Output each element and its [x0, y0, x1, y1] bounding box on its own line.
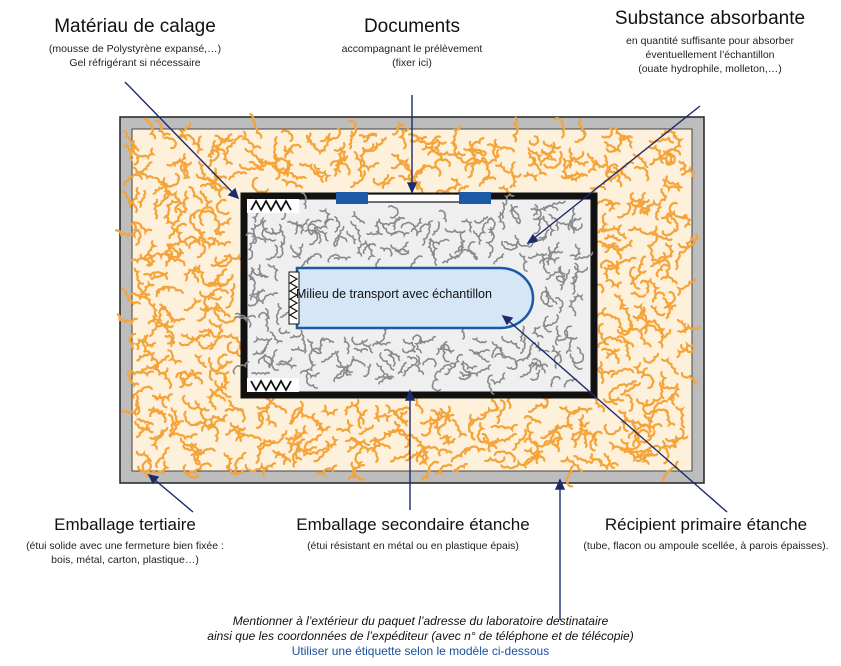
label-documents: Documents accompagnant le prélèvement (f…	[297, 16, 527, 70]
secondary-lid-thread-top	[247, 199, 299, 213]
footer-line-2: ainsi que les coordonnées de l’expéditeu…	[207, 629, 634, 643]
footer-line-3: Utiliser une étiquette selon le modèle c…	[291, 644, 550, 658]
label-absorbent-line-3: (ouate hydrophile, molleton,…)	[638, 63, 782, 75]
label-absorbent-title: Substance absorbante	[614, 8, 806, 29]
label-cushioning-material: Matériau de calage (mousse de Polystyrèn…	[10, 16, 260, 70]
pointer-lines	[124, 81, 728, 620]
primary-receptacle-tube	[288, 266, 535, 330]
label-cushioning-line-1: (mousse de Polystyrène expansé,…)	[48, 43, 222, 55]
label-primary-receptacle: Récipient primaire étanche (tube, flacon…	[575, 514, 837, 553]
label-tertiary-line-1: (étui solide avec une fermeture bien fix…	[26, 540, 224, 552]
label-cushioning-title: Matériau de calage	[54, 16, 216, 37]
label-documents-line-2: (fixer ici)	[392, 57, 432, 69]
label-secondary-line-1: (étui résistant en métal ou en plastique…	[307, 540, 519, 552]
cushion-material-texture	[115, 113, 701, 488]
label-absorbent-material: Substance absorbante en quantité suffisa…	[580, 8, 840, 76]
documents-pocket	[336, 192, 491, 204]
label-primary-title: Récipient primaire étanche	[604, 515, 808, 534]
label-tertiary-packaging: Emballage tertiaire (étui solide avec un…	[0, 514, 250, 567]
label-absorbent-line-2: éventuellement l’échantillon	[645, 49, 775, 61]
label-absorbent-line-1: en quantité suffisante pour absorber	[626, 35, 794, 47]
footer-line-1: Mentionner à l’extérieur du paquet l’adr…	[232, 614, 609, 628]
label-transport-medium: Milieu de transport avec échantillon	[296, 287, 492, 301]
label-cushioning-line-2: Gel réfrigérant si nécessaire	[69, 57, 201, 69]
label-secondary-title: Emballage secondaire étanche	[296, 515, 530, 534]
secondary-lid-thread-bottom	[247, 378, 299, 392]
label-documents-line-1: accompagnant le prélèvement	[341, 43, 483, 55]
label-tertiary-line-2: bois, métal, carton, plastique…)	[51, 554, 199, 566]
label-secondary-packaging: Emballage secondaire étanche (étui résis…	[263, 514, 563, 553]
label-tertiary-title: Emballage tertiaire	[54, 515, 196, 534]
label-primary-line-1: (tube, flacon ou ampoule scellée, à paro…	[583, 540, 829, 552]
instructions-footer: Mentionner à l’extérieur du paquet l’adr…	[0, 614, 841, 659]
label-documents-title: Documents	[363, 16, 461, 37]
